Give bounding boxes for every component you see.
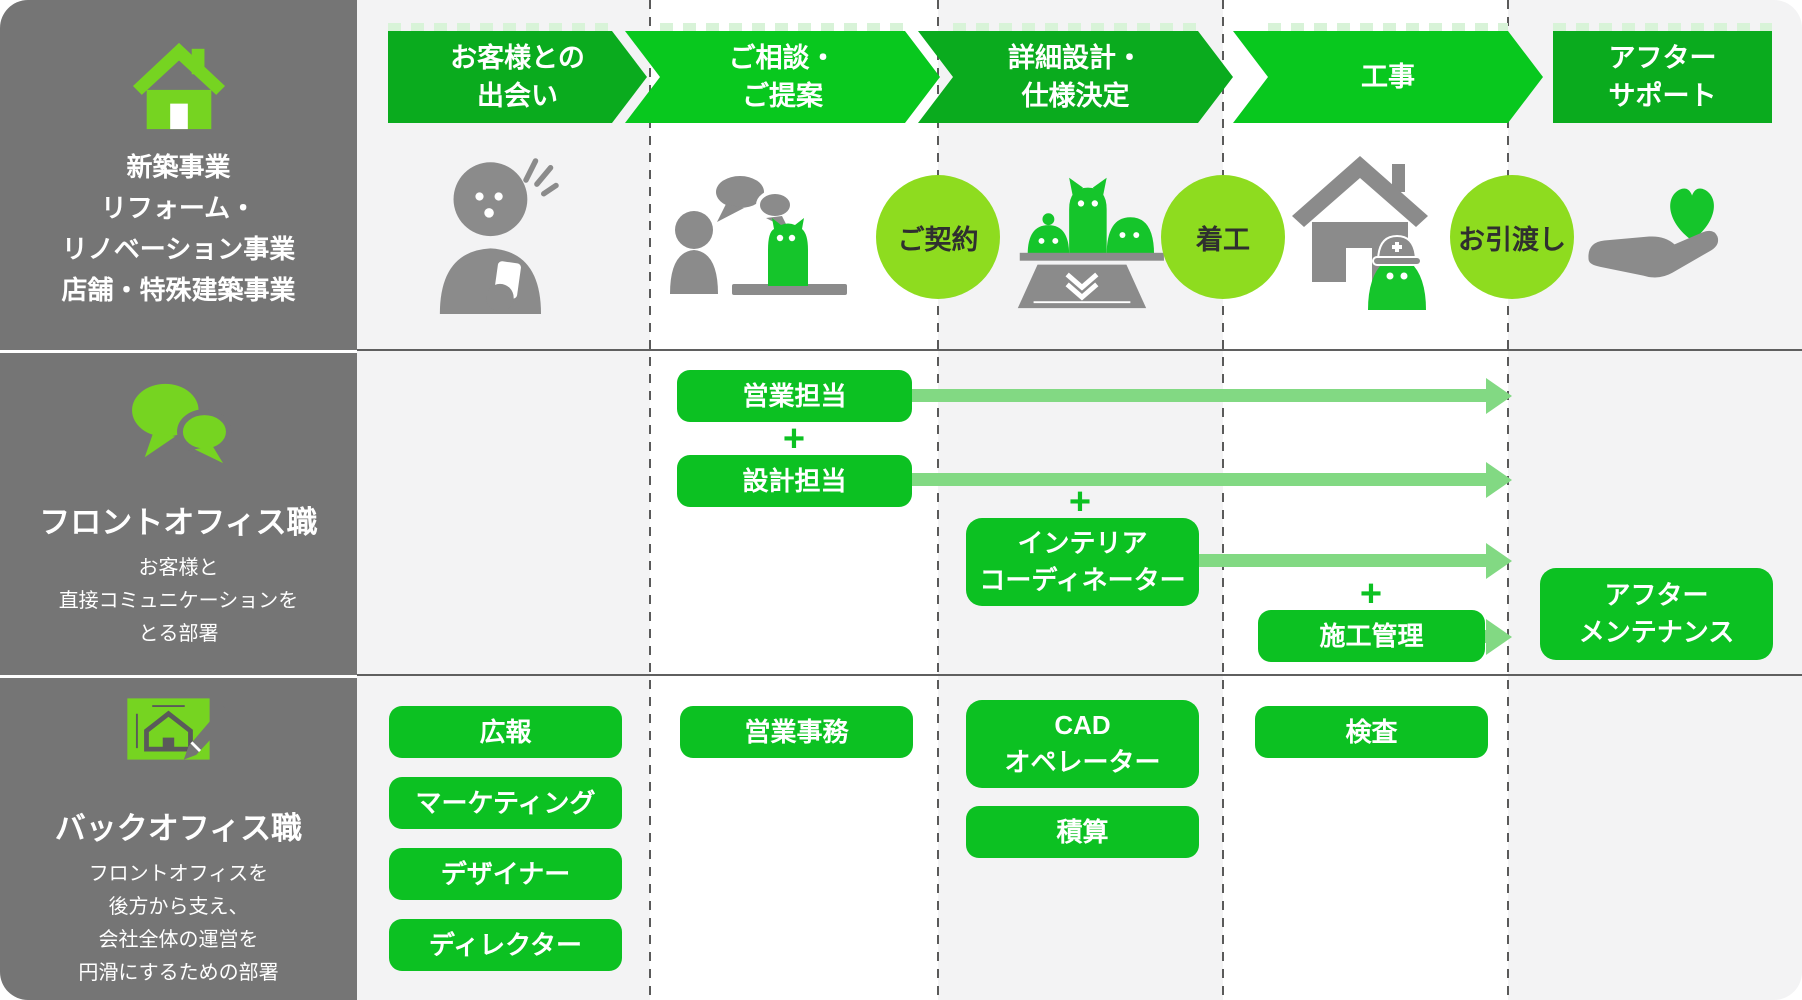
role-box-sales: 営業担当 [677,370,912,422]
stage-label: アフター サポート [1608,43,1717,111]
role-box-estimation: 積算 [966,806,1199,858]
back-office-title: バックオフィス職 [54,811,303,846]
role-box-interior-coordinator: インテリア コーディネーター [966,518,1199,606]
interior-timeline-arrow [1193,554,1486,567]
role-box-sales-admin: 営業事務 [680,706,913,758]
column-separator-line [1222,0,1224,1000]
role-box-cad-operator: CAD オペレーター [966,700,1199,788]
milestone-circle-contract: ご契約 [876,175,1000,299]
business-line: リノベーション事業 [61,234,296,264]
heart-in-hand-icon [1588,188,1719,278]
role-box-after-maintenance: アフター メンテナンス [1540,568,1773,660]
chevron-fringe [953,23,1198,32]
business-line: 新築事業 [126,152,231,182]
stage-chevron-construction: 工事 [1233,31,1543,123]
plus-sign: + [1068,481,1092,523]
stage-label: ご相談・ ご提案 [728,43,837,111]
chevron-fringe [388,23,612,32]
stage-label: お客様との 出会い [450,43,585,111]
chevron-fringe [1268,23,1508,32]
chevron-fringe [1553,23,1772,32]
back-office-description: フロントオフィスを 後方から支え、 会社全体の運営を 円滑にするための部署 [78,863,279,984]
sales-timeline-arrow [905,389,1486,402]
front-office-title: フロントオフィス職 [39,505,318,540]
column-separator-line [649,0,651,1000]
role-box-construction-management: 施工管理 [1258,610,1485,662]
plus-sign: + [1359,573,1383,615]
section-divider-line [357,674,1802,676]
stage-chevron-customer-meeting: お客様との 出会い [388,31,647,123]
role-box-marketing: マーケティング [389,777,622,829]
blueprint-pencil-icon [126,698,233,760]
role-box-inspection: 検査 [1255,706,1488,758]
milestone-circle-groundbreaking: 着工 [1161,175,1285,299]
column-separator-line [937,0,939,1000]
chat-bubbles-icon [131,383,232,464]
role-box-public-relations: 広報 [389,706,622,758]
front-office-description: お客様と 直接コミュニケーションを とる部署 [58,557,299,645]
business-line: リフォーム・ [100,193,257,223]
chevron-fringe [660,23,905,32]
stage-chevron-consultation: ご相談・ ご提案 [625,31,940,123]
column-background [1508,0,1802,1000]
stage-label: 工事 [1361,62,1415,92]
blueprint-mascots-icon [1017,177,1164,309]
role-box-design: 設計担当 [677,455,912,507]
construction-house-icon [1292,156,1428,310]
role-box-designer: デザイナー [389,848,622,900]
sidebar-back-office-section: バックオフィス職 フロントオフィスを 後方から支え、 会社全体の運営を 円滑にす… [0,675,357,997]
workflow-area: お客様との 出会い ご相談・ ご提案 詳細設計・ 仕様決定 工事 アフター [357,0,1802,1000]
customer-with-phone-icon [439,158,559,314]
design-timeline-arrow [905,473,1486,486]
role-box-director: ディレクター [389,919,622,971]
sidebar: 新築事業 リフォーム・ リノベーション事業 店舗・特殊建築事業 フロントオフィス… [0,0,357,1000]
stage-chevron-detail-design: 詳細設計・ 仕様決定 [918,31,1233,123]
house-icon [132,42,225,130]
column-separator-line [1507,0,1509,1000]
consultation-icon [670,176,847,295]
business-line: 店舗・特殊建築事業 [61,275,296,305]
sidebar-business-section: 新築事業 リフォーム・ リノベーション事業 店舗・特殊建築事業 [0,0,357,350]
milestone-circle-handover: お引渡し [1450,175,1574,299]
stage-chevron-after-support: アフター サポート [1553,31,1772,123]
plus-sign: + [782,418,806,460]
section-divider-line [357,349,1802,351]
stage-label: 詳細設計・ 仕様決定 [1008,43,1143,111]
business-lines: 新築事業 リフォーム・ リノベーション事業 店舗・特殊建築事業 [61,147,295,311]
sidebar-front-office-section: フロントオフィス職 お客様と 直接コミュニケーションを とる部署 [0,350,357,675]
